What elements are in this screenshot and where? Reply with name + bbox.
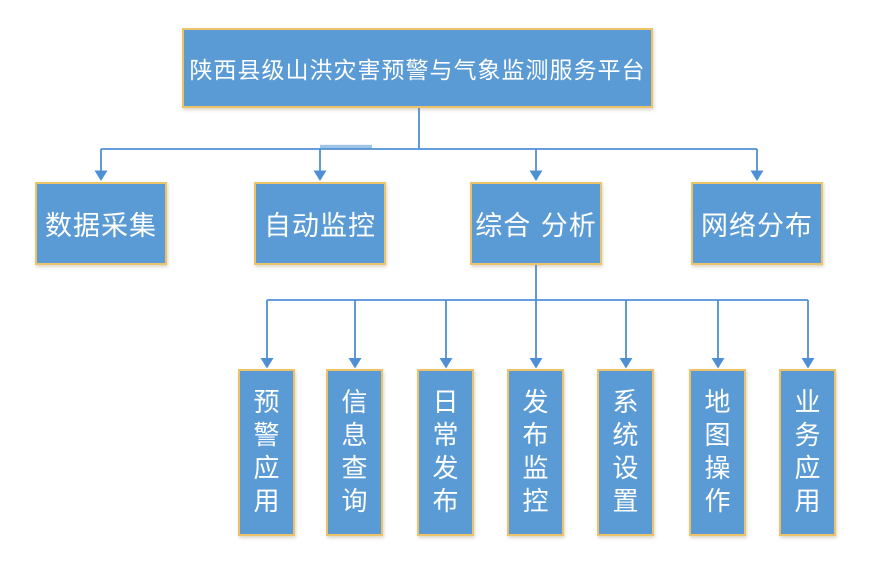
node-data-collection: 数据采集 <box>35 182 167 265</box>
node-comprehensive-analysis: 综合 分析 <box>470 182 602 265</box>
node-platform: 陕西县级山洪灾害预警与气象监测服务平台 <box>182 28 653 108</box>
node-warning-application-label: 预警应用 <box>253 387 280 517</box>
node-publish-monitoring: 发布监控 <box>507 369 564 536</box>
arrowhead <box>801 358 815 369</box>
node-publish-monitoring-label: 发布监控 <box>522 387 549 517</box>
node-data-collection-label: 数据采集 <box>45 211 157 242</box>
node-network-distribution-label: 网络分布 <box>701 211 813 242</box>
connector-highlight-segment <box>320 144 372 149</box>
arrowhead <box>94 170 108 181</box>
node-daily-publish-label: 日常发布 <box>432 387 459 517</box>
node-system-settings: 系统设置 <box>597 369 654 536</box>
arrowhead <box>260 358 274 369</box>
node-business-application-label: 业务应用 <box>794 387 821 517</box>
arrowhead <box>439 358 453 369</box>
node-auto-monitoring-label: 自动监控 <box>264 211 376 242</box>
node-auto-monitoring: 自动监控 <box>254 182 386 265</box>
arrowhead <box>529 170 543 181</box>
node-platform-label: 陕西县级山洪灾害预警与气象监测服务平台 <box>189 58 646 84</box>
arrowhead <box>348 358 362 369</box>
node-daily-publish: 日常发布 <box>417 369 474 536</box>
arrowhead <box>750 170 764 181</box>
node-business-application: 业务应用 <box>779 369 836 536</box>
node-network-distribution: 网络分布 <box>691 182 823 265</box>
node-map-operation: 地图操作 <box>689 369 746 536</box>
node-info-query: 信息查询 <box>326 369 383 536</box>
arrowhead <box>529 358 543 369</box>
arrowhead <box>313 170 327 181</box>
arrowhead <box>711 358 725 369</box>
arrowhead <box>619 358 633 369</box>
node-comprehensive-analysis-label: 综合 分析 <box>475 211 597 242</box>
node-info-query-label: 信息查询 <box>341 387 368 517</box>
node-warning-application: 预警应用 <box>238 369 295 536</box>
node-map-operation-label: 地图操作 <box>704 387 731 517</box>
node-system-settings-label: 系统设置 <box>612 387 639 517</box>
